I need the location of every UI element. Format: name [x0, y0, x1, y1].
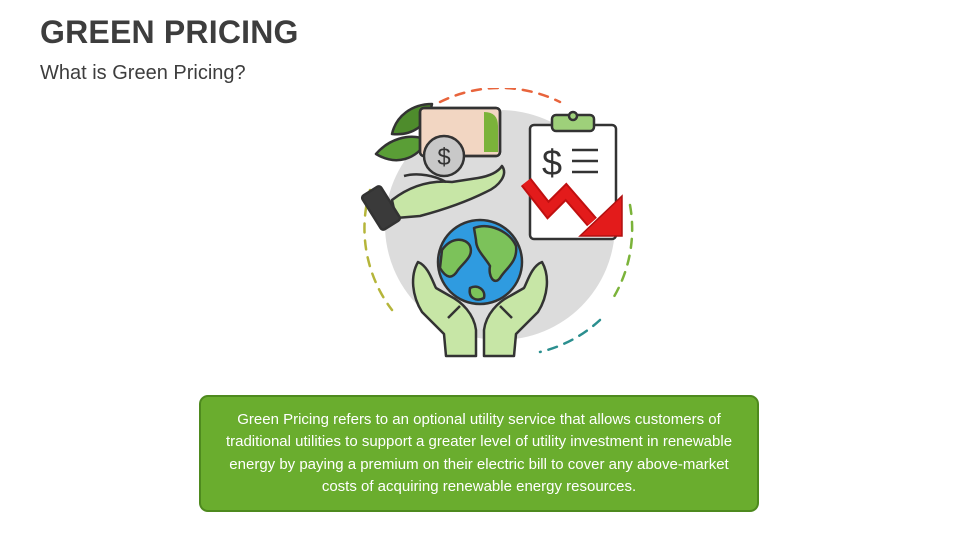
- giving-hand-icon: [360, 164, 506, 231]
- green-pricing-illustration: $ $: [360, 88, 634, 358]
- dollar-coin-icon: $: [422, 134, 466, 178]
- dashed-ring: [363, 88, 634, 354]
- slide-title: GREEN PRICING: [40, 14, 299, 50]
- slide-subtitle: What is Green Pricing?: [40, 62, 246, 84]
- downward-trend-arrow-icon: [520, 177, 623, 237]
- earth-globe-icon: [436, 218, 524, 306]
- svg-text:$: $: [542, 142, 562, 183]
- svg-text:$: $: [437, 144, 450, 171]
- definition-text: Green Pricing refers to an optional util…: [225, 410, 733, 496]
- cupped-hands-icon: [411, 260, 549, 358]
- definition-callout: Green Pricing refers to an optional util…: [199, 395, 759, 512]
